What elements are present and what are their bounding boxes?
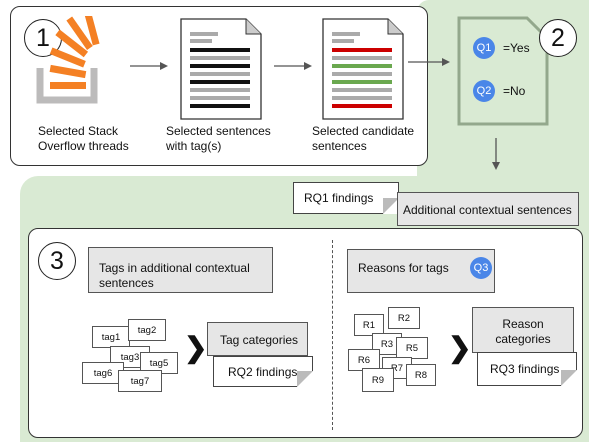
candidates-document-icon: [322, 18, 404, 120]
additional-contextual-label: Additional contextual sentences: [403, 203, 572, 217]
arrow-down-icon: [492, 138, 500, 170]
reasons-header-label: Reasons for tags: [358, 261, 449, 275]
q1-badge: Q1: [473, 37, 495, 59]
reason-categories-label: Reason categories: [495, 317, 551, 346]
sentences-label: Selected sentences with tag(s): [166, 124, 271, 153]
rq2-findings-label: RQ2 findings: [228, 364, 298, 379]
tags-header-label: Tags in additional contextual sentences: [99, 261, 250, 290]
q2-badge: Q2: [473, 80, 495, 102]
arrow-right-icon: [408, 58, 450, 66]
threads-label: Selected Stack Overflow threads: [38, 124, 129, 153]
chevron-right-icon: ❯: [448, 332, 472, 363]
stack-overflow-logo-icon: [36, 16, 100, 104]
additional-contextual-box: Additional contextual sentences: [397, 192, 579, 226]
reason-categories-box: Reason categories: [472, 307, 574, 353]
tag-categories-label: Tag categories: [220, 333, 299, 347]
reason-doc: R2: [388, 307, 420, 329]
reason-doc: R9: [362, 368, 394, 392]
step2-number: 2: [539, 19, 577, 57]
sentences-document-icon: [180, 18, 262, 120]
divider: [332, 240, 333, 430]
rq3-findings-label: RQ3 findings: [490, 362, 560, 376]
questions-document-icon: [457, 16, 549, 126]
arrow-right-icon: [274, 62, 312, 70]
rq1-findings-label: RQ1 findings: [304, 191, 374, 205]
step3-number: 3: [38, 242, 76, 280]
rq2-findings-doc: RQ2 findings: [213, 356, 313, 387]
candidates-label: Selected candidate sentences: [312, 124, 415, 153]
q2-answer: =No: [503, 84, 526, 98]
tag-doc: tag7: [118, 370, 162, 392]
tag-doc: tag2: [128, 319, 166, 341]
reason-doc: R5: [396, 337, 428, 359]
reason-doc: R1: [354, 314, 384, 336]
tag-categories-box: Tag categories: [207, 322, 308, 356]
arrow-right-icon: [130, 62, 168, 70]
chevron-right-icon: ❯: [184, 332, 208, 363]
tags-header-box: Tags in additional contextual sentences: [88, 247, 273, 293]
q1-answer: =Yes: [503, 41, 530, 55]
rq3-findings-doc: RQ3 findings: [477, 352, 577, 386]
q3-badge: Q3: [470, 257, 492, 279]
rq1-findings-doc: RQ1 findings: [293, 182, 399, 214]
tag-doc: tag1: [92, 326, 130, 348]
reason-doc: R8: [406, 364, 436, 386]
